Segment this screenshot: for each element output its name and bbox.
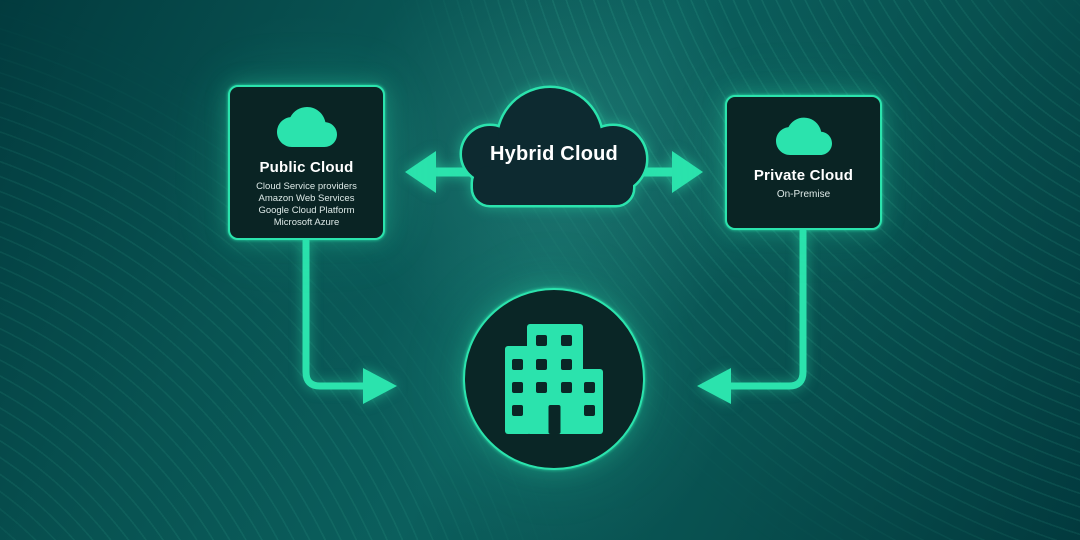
public-cloud-line: Microsoft Azure — [273, 217, 340, 228]
elbow-arrow-left-icon — [697, 227, 807, 404]
hybrid-cloud-shape — [459, 85, 649, 208]
arrow-left-icon — [405, 151, 471, 193]
arrow-right-icon — [638, 151, 703, 193]
public-cloud-line: Amazon Web Services — [258, 193, 355, 204]
public-cloud-line: Google Cloud Platform — [258, 205, 355, 216]
private-cloud-node: Private Cloud On-Premise — [725, 95, 882, 230]
private-cloud-title: Private Cloud — [753, 167, 854, 184]
public-cloud-line: Cloud Service providers — [256, 181, 357, 192]
hybrid-cloud-title: Hybrid Cloud — [490, 143, 618, 165]
public-cloud-title: Public Cloud — [259, 159, 354, 176]
datacenter-node — [463, 288, 645, 470]
building-icon — [505, 324, 603, 434]
cloud-icon — [276, 107, 337, 147]
private-cloud-subtitle: On-Premise — [776, 189, 831, 200]
hybrid-cloud-node: Hybrid Cloud — [458, 85, 650, 208]
elbow-arrow-right-icon — [302, 237, 397, 404]
cloud-icon — [775, 117, 832, 155]
public-cloud-node: Public Cloud Cloud Service providers Ama… — [228, 85, 385, 240]
